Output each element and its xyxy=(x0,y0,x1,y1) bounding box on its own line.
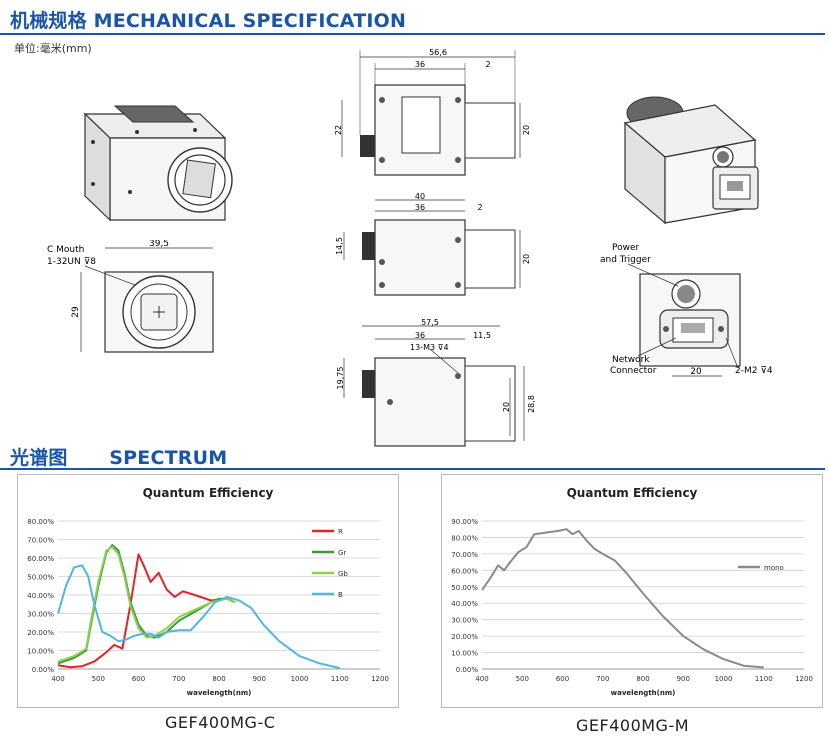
network-label-2: Connector xyxy=(610,366,657,376)
x-tick-label: 400 xyxy=(51,675,64,683)
side-height-left: 14,5 xyxy=(335,237,344,255)
x-tick-label: 800 xyxy=(636,675,649,683)
y-tick-label: 90.00% xyxy=(451,518,478,526)
y-tick-label: 50.00% xyxy=(451,584,478,592)
y-tick-label: 80.00% xyxy=(451,534,478,542)
camera-side-view-drawing: 40 36 2 14,5 20 xyxy=(335,192,530,296)
bottom-offset-dim: 11,5 xyxy=(473,331,491,340)
legend-label-b: B xyxy=(338,591,343,599)
y-tick-label: 0.00% xyxy=(456,666,479,674)
series-line-b xyxy=(57,564,341,670)
x-tick-label: 600 xyxy=(556,675,569,683)
x-tick-label: 800 xyxy=(212,675,225,683)
power-label-2: and Trigger xyxy=(600,255,651,265)
legend-label-mono: mono xyxy=(764,564,784,572)
model-color-label: GEF400MG-C xyxy=(165,713,276,732)
bottom-overall-dim: 57,5 xyxy=(421,318,439,327)
y-tick-label: 80.00% xyxy=(27,518,54,526)
c-mount-label: C Mouth xyxy=(47,245,84,255)
x-tick-label: 1000 xyxy=(291,675,309,683)
model-mono-label: GEF400MG-M xyxy=(576,716,690,735)
spectrum-divider xyxy=(0,468,825,470)
mechanical-divider xyxy=(0,33,825,35)
y-tick-label: 10.00% xyxy=(451,650,478,658)
series-line-r xyxy=(57,553,236,669)
x-tick-label: 1100 xyxy=(755,675,773,683)
x-axis-label: wavelength(nm) xyxy=(187,689,252,697)
y-tick-label: 10.00% xyxy=(27,648,54,656)
x-tick-label: 700 xyxy=(596,675,609,683)
bottom-height-left: 19,75 xyxy=(336,367,345,390)
x-tick-label: 500 xyxy=(516,675,529,683)
bottom-inner-dim: 36 xyxy=(415,331,425,340)
qe-chart-color: Quantum Efficiency 0.00% 10.00% 20.00% 30.00… xyxy=(17,474,399,708)
x-tick-label: 1200 xyxy=(371,675,389,683)
side-offset-dim: 2 xyxy=(477,203,482,212)
camera-3d-front-illustration xyxy=(83,105,233,222)
side-height-right: 20 xyxy=(522,254,530,264)
x-tick-label: 1200 xyxy=(795,675,813,683)
chart-title: Quantum Efficiency xyxy=(143,486,274,500)
qe-chart-mono-svg: Quantum Efficiency 0.00% 10.00% 20.00% 30.00… xyxy=(451,486,813,697)
rear-width-dim: 20 xyxy=(690,367,702,377)
y-tick-label: 60.00% xyxy=(27,555,54,563)
x-tick-label: 400 xyxy=(475,675,488,683)
y-tick-label: 0.00% xyxy=(32,666,55,674)
bottom-height-right-2: 28,8 xyxy=(527,395,535,413)
camera-bottom-view-drawing: 57,5 36 11,5 13-M3 ⊽4 19,75 20 28,8 xyxy=(336,318,535,447)
mechanical-title: 机械规格 MECHANICAL SPECIFICATION xyxy=(10,10,407,32)
top-height-left: 22 xyxy=(334,125,343,135)
spectrum-title: 光谱图 SPECTRUM xyxy=(10,443,227,470)
qe-chart-mono: Quantum Efficiency 0.00% 10.00% 20.00% 30.00… xyxy=(441,474,823,708)
network-label-1: Network xyxy=(612,355,650,365)
spectrum-title-en: SPECTRUM xyxy=(109,447,228,469)
side-overall-dim: 40 xyxy=(415,192,425,201)
y-tick-label: 70.00% xyxy=(27,537,54,545)
front-height-dim: 29 xyxy=(71,306,81,318)
camera-top-view-drawing: 56,6 36 2 22 20 xyxy=(334,48,530,176)
c-mount-thread: 1-32UN ⊽8 xyxy=(47,257,96,267)
y-tick-label: 50.00% xyxy=(27,574,54,582)
x-tick-label: 900 xyxy=(677,675,690,683)
series-line-mono xyxy=(481,528,764,669)
legend-label-gb: Gb xyxy=(338,570,348,578)
x-tick-label: 900 xyxy=(253,675,266,683)
spectrum-title-cn: 光谱图 xyxy=(10,447,68,469)
chart-title: Quantum Efficiency xyxy=(567,486,698,500)
x-tick-label: 1100 xyxy=(331,675,349,683)
power-label-1: Power xyxy=(612,243,640,253)
bottom-thread-label: 13-M3 ⊽4 xyxy=(410,343,449,352)
y-tick-label: 40.00% xyxy=(451,600,478,608)
y-tick-label: 30.00% xyxy=(27,611,54,619)
camera-front-view-drawing: 39,5 29 C Mouth 1-32UN ⊽8 xyxy=(47,240,214,353)
series-line-gb xyxy=(57,545,236,663)
y-tick-label: 70.00% xyxy=(451,551,478,559)
y-tick-label: 20.00% xyxy=(27,629,54,637)
top-height-right: 20 xyxy=(522,125,530,135)
x-tick-label: 500 xyxy=(92,675,105,683)
x-axis-label: wavelength(nm) xyxy=(611,689,676,697)
qe-chart-color-svg: Quantum Efficiency 0.00% 10.00% 20.00% 30.00… xyxy=(27,486,389,697)
camera-3d-rear-illustration xyxy=(623,96,759,225)
y-tick-label: 30.00% xyxy=(451,617,478,625)
legend-label-gr: Gr xyxy=(338,549,346,557)
top-offset-dim: 2 xyxy=(485,60,490,69)
top-inner-dim: 36 xyxy=(415,60,425,69)
y-tick-label: 20.00% xyxy=(451,633,478,641)
camera-rear-view-drawing: Power and Trigger Network Connector 20 2… xyxy=(600,243,773,377)
y-tick-label: 40.00% xyxy=(27,592,54,600)
rear-screw-label: 2-M2 ⊽4 xyxy=(735,366,773,376)
x-tick-label: 600 xyxy=(132,675,145,683)
side-inner-dim: 36 xyxy=(415,203,425,212)
x-tick-label: 1000 xyxy=(715,675,733,683)
unit-label: 单位:毫米(mm) xyxy=(14,42,92,55)
top-overall-dim: 56,6 xyxy=(429,48,447,57)
bottom-height-right-1: 20 xyxy=(502,402,511,412)
front-width-dim: 39,5 xyxy=(149,240,169,249)
y-tick-label: 60.00% xyxy=(451,567,478,575)
legend-label-r: R xyxy=(338,528,343,536)
x-tick-label: 700 xyxy=(172,675,185,683)
